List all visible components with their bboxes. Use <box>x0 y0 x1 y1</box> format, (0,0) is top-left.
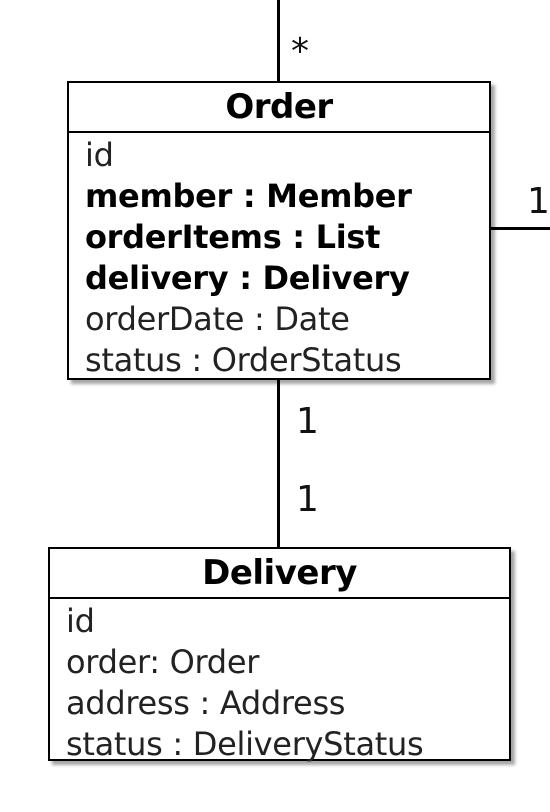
order-class-box: Order id member : Member orderItems : Li… <box>67 81 491 380</box>
order-attribute: status : OrderStatus <box>85 341 402 379</box>
order-class-name: Order <box>69 83 489 133</box>
delivery-class-name: Delivery <box>50 549 509 599</box>
order-delivery-association-line <box>277 378 280 548</box>
order-attribute: member : Member <box>85 177 412 215</box>
delivery-class-box: Delivery id order: Order address : Addre… <box>48 547 511 763</box>
delivery-attribute: status : DeliveryStatus <box>66 725 424 763</box>
delivery-side-multiplicity: 1 <box>296 479 319 520</box>
order-attribute: orderItems : List <box>85 218 381 256</box>
delivery-attribute: id <box>66 602 95 640</box>
right-association-line <box>490 227 550 230</box>
right-multiplicity: 1 <box>527 181 550 222</box>
order-attribute: id <box>85 136 114 174</box>
order-attribute: orderDate : Date <box>85 300 350 338</box>
top-association-line <box>277 0 280 82</box>
order-attributes: id member : Member orderItems : List del… <box>69 133 489 381</box>
delivery-attribute: order: Order <box>66 643 260 681</box>
delivery-attribute: address : Address <box>66 684 346 722</box>
delivery-attributes: id order: Order address : Address status… <box>50 599 509 765</box>
top-multiplicity: * <box>291 31 309 72</box>
order-attribute: delivery : Delivery <box>85 259 410 297</box>
order-side-multiplicity: 1 <box>296 401 319 442</box>
